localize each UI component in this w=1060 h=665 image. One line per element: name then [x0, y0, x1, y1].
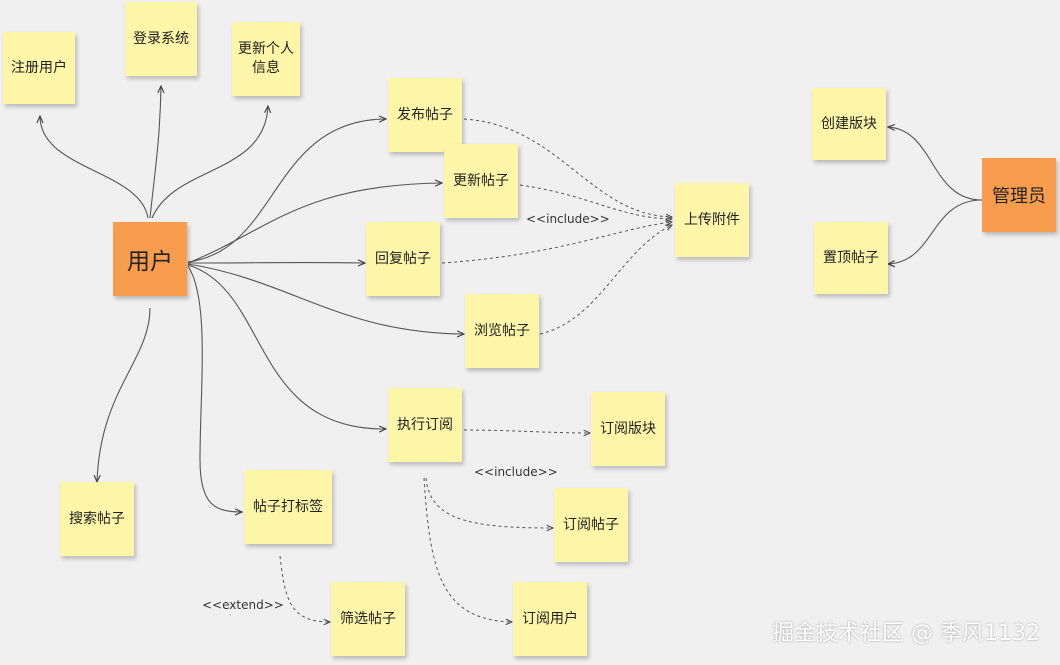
note-create-board: 创建版块 — [812, 88, 886, 160]
edge-user-subscribe — [187, 264, 386, 429]
watermark: 掘金技术社区 @ 季风1132 — [772, 621, 1040, 646]
note-tag: 帖子打标签 — [244, 470, 332, 544]
edge-publish-upload — [463, 118, 672, 217]
note-pin-post: 置顶帖子 — [814, 222, 888, 294]
actor-admin: 管理员 — [982, 158, 1056, 232]
edge-subscribe-subboard — [463, 429, 590, 433]
edge-user-tag — [187, 265, 242, 512]
edge-browse-upload — [539, 225, 672, 335]
note-search: 搜索帖子 — [60, 482, 134, 556]
edge-user-browse — [187, 263, 464, 334]
edge-updatepost-upload — [519, 184, 672, 219]
edge-subscribe-subuser — [423, 477, 512, 622]
note-register: 注册用户 — [3, 32, 75, 104]
edge-user-publish — [187, 119, 386, 263]
edge-user-update-info — [151, 106, 268, 219]
note-update-info: 更新个人信息 — [232, 22, 300, 96]
edge-user-register — [40, 116, 149, 219]
edge-user-update-post — [187, 183, 442, 264]
edge-admin-pin — [888, 199, 983, 264]
note-sub-post: 订阅帖子 — [554, 488, 628, 562]
label-include-subscribe: <<include>> — [474, 465, 558, 479]
note-filter: 筛选帖子 — [331, 582, 405, 656]
edge-user-login — [149, 86, 161, 219]
note-sub-user: 订阅用户 — [513, 582, 587, 656]
edge-admin-create-board — [888, 127, 983, 201]
note-sub-board: 订阅版块 — [591, 392, 665, 466]
note-publish: 发布帖子 — [388, 78, 462, 152]
note-browse: 浏览帖子 — [465, 294, 539, 368]
label-extend: <<extend>> — [202, 598, 284, 612]
note-subscribe: 执行订阅 — [388, 388, 462, 462]
note-upload: 上传附件 — [675, 183, 749, 257]
edge-user-search — [97, 307, 151, 482]
note-update-post: 更新帖子 — [444, 144, 518, 218]
edge-tag-filter — [279, 555, 330, 622]
actor-user: 用户 — [113, 222, 187, 296]
note-login: 登录系统 — [125, 2, 197, 76]
label-include-upload: <<include>> — [526, 212, 610, 226]
edge-reply-upload — [441, 222, 672, 264]
note-reply: 回复帖子 — [366, 222, 440, 296]
edge-subscribe-subpost — [425, 477, 553, 528]
